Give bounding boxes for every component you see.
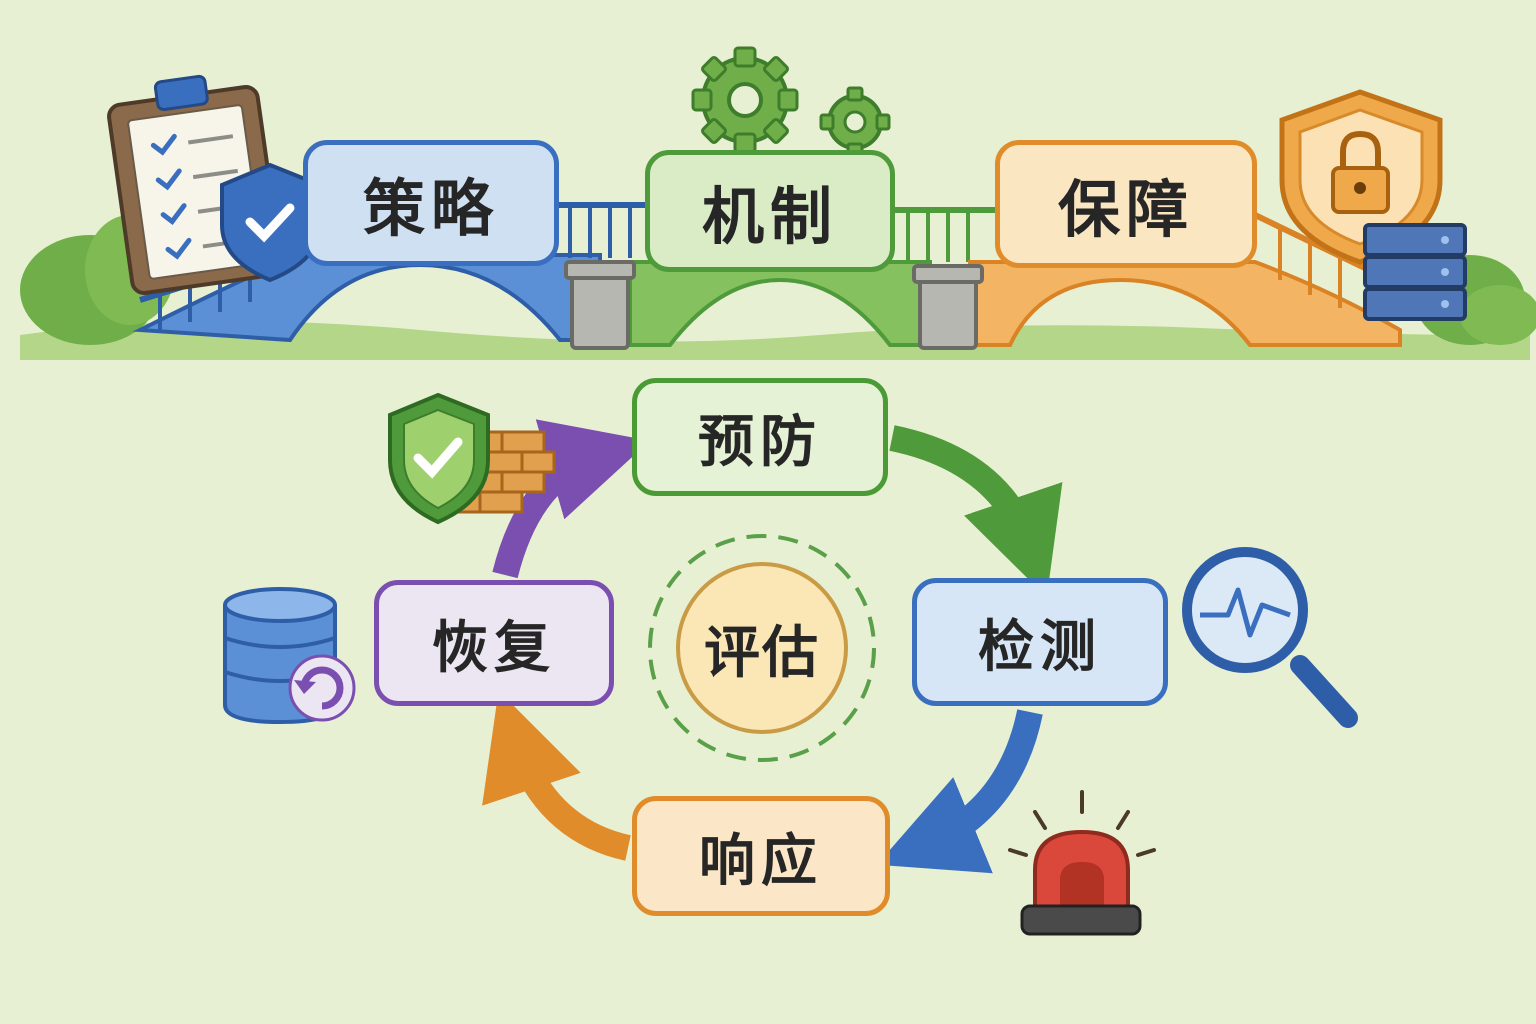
arrow-recover-to-prevent [492,419,650,579]
alarm-siren-icon [1008,790,1156,936]
arrow-prevent-to-detect [889,425,1063,598]
arrow-respond-to-recover [482,690,632,861]
cycle-center-assess: 评估 [676,562,848,734]
assess-dashed-ring [648,534,876,762]
arrow-detect-to-respond [876,709,1043,874]
server-icon [1363,223,1467,321]
gear-icon [691,46,891,158]
bridge-label-mechanism: 机制 [645,150,895,272]
bridge-label-assurance: 保障 [995,140,1257,268]
cycle-label-recover: 恢复 [374,580,614,706]
bridge-label-policy: 策略 [303,140,559,266]
shield-lock-icon [1279,89,1443,265]
shield-firewall-icon [388,392,556,525]
magnifier-pulse-icon [1182,547,1358,728]
cycle-label-respond: 响应 [632,796,890,916]
cycle-label-detect: 检测 [912,578,1168,706]
database-restore-icon [223,587,356,725]
cycle-label-prevent: 预防 [632,378,888,496]
bridge-segment-green [628,207,995,347]
bridge-pillars [564,260,984,350]
